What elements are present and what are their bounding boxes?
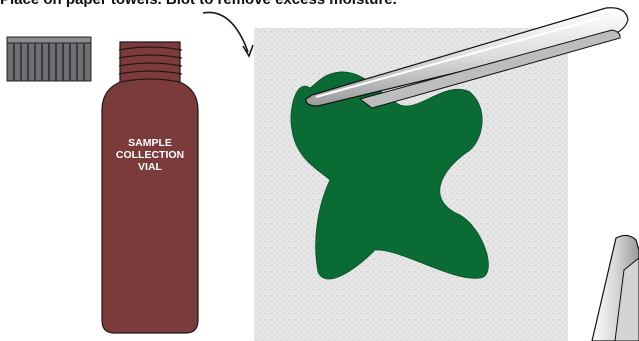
vial-label-line: COLLECTION: [110, 149, 190, 161]
vial-label-line: SAMPLE: [110, 137, 190, 149]
arrow-icon: [203, 12, 253, 56]
forceps-icon: [592, 235, 639, 341]
instruction-text: Place on paper towels. Blot to remove ex…: [0, 0, 639, 8]
vial-label: SAMPLE COLLECTION VIAL: [110, 137, 190, 173]
vial-label-line: VIAL: [110, 161, 190, 173]
vial-cap-icon: [7, 37, 91, 81]
vial-icon: [102, 42, 198, 333]
